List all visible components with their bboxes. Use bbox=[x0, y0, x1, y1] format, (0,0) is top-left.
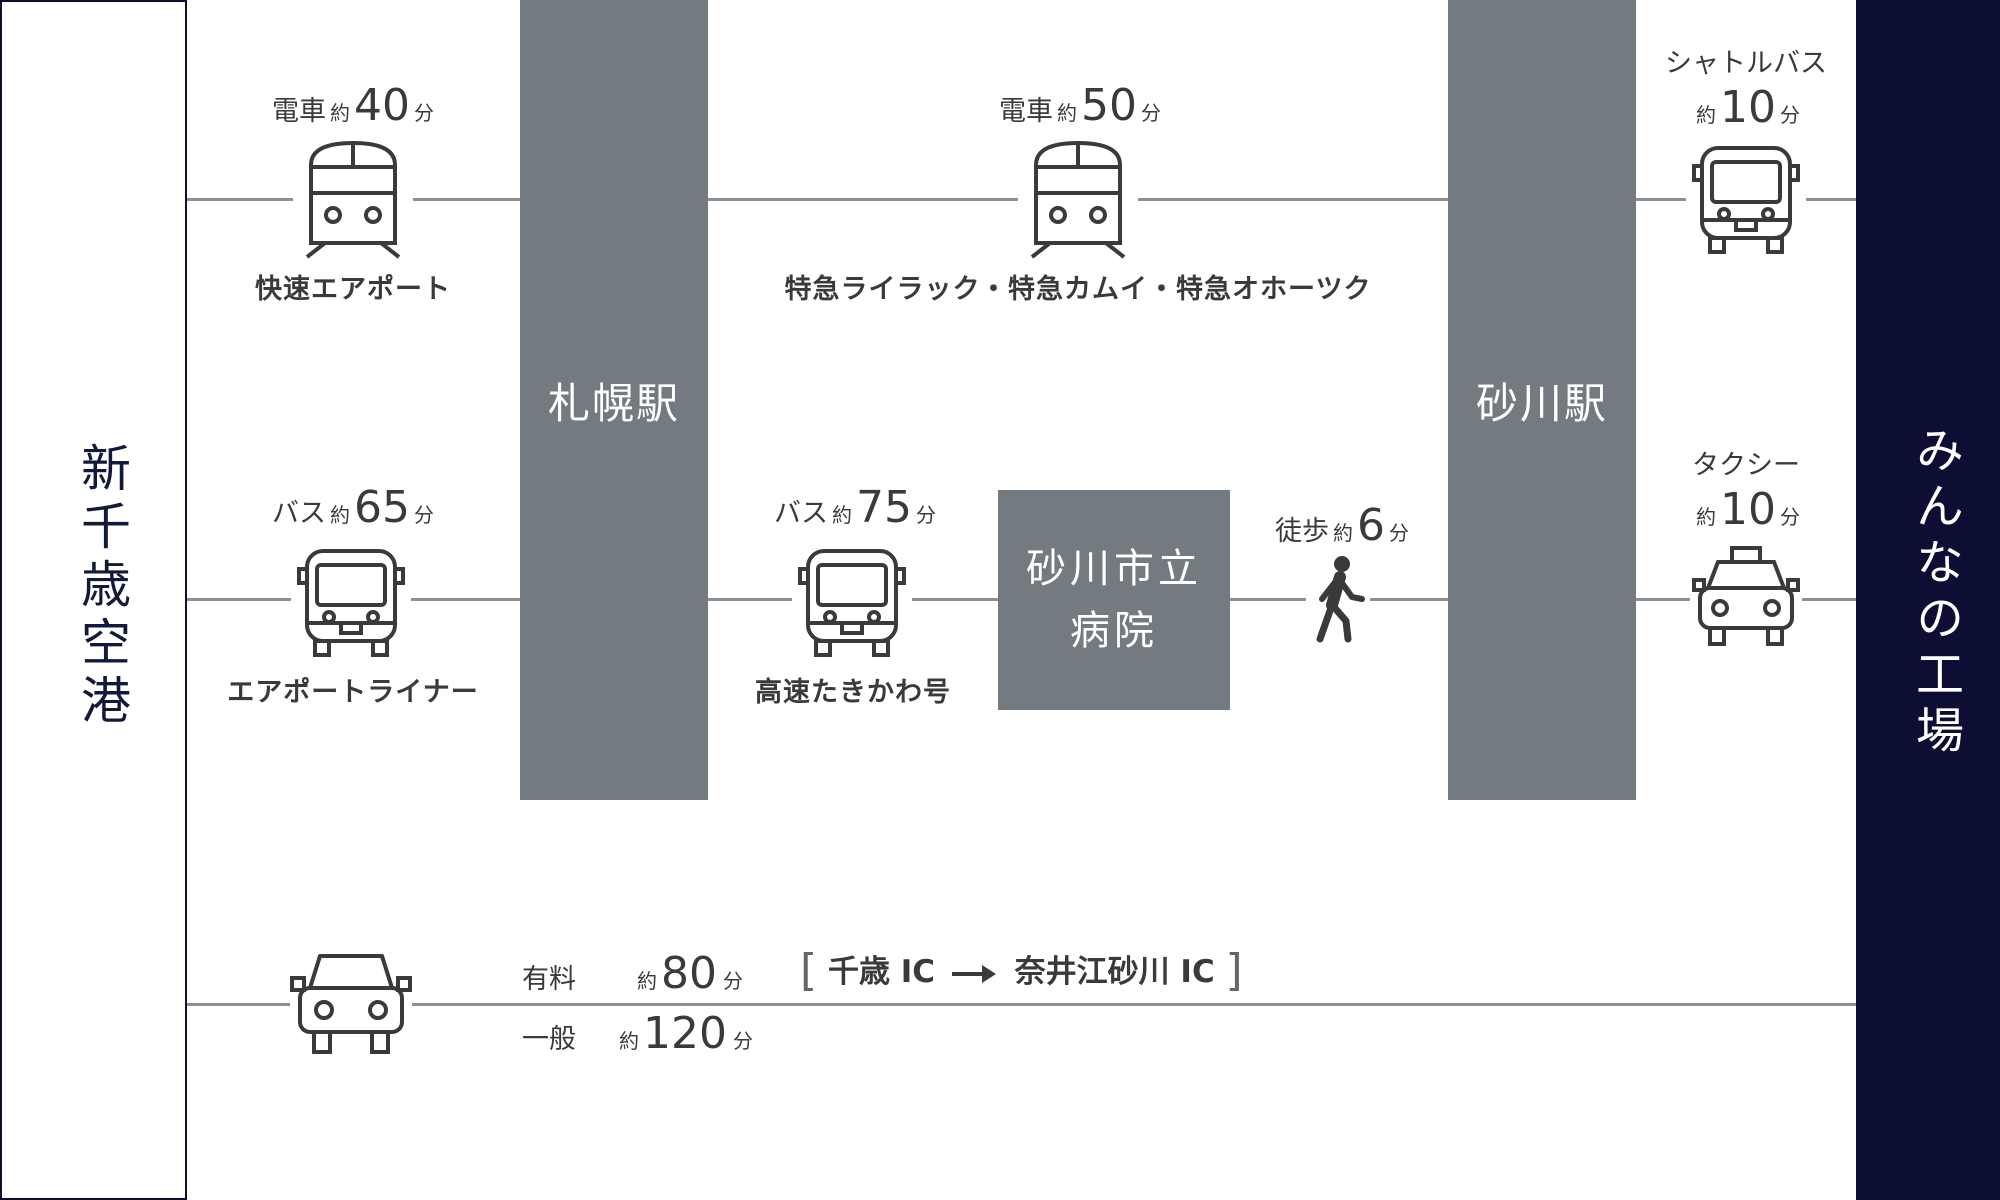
route-name-bus-airport: エアポートライナー bbox=[227, 677, 479, 708]
station-sapporo: 札幌駅 bbox=[520, 0, 708, 800]
expressway-route: [ 千歳 IC 奈井江砂川 IC ] bbox=[800, 945, 1243, 996]
interchange-from: 千歳 IC bbox=[827, 954, 936, 990]
bus-icon bbox=[1686, 142, 1806, 257]
station-sapporo-label: 札幌駅 bbox=[547, 378, 680, 428]
origin-airport-box: 新千歳空港 bbox=[0, 0, 187, 1200]
taxi-icon bbox=[1690, 544, 1802, 654]
interchange-to: 奈井江砂川 IC bbox=[1014, 954, 1215, 990]
route-name-train-airport: 快速エアポート bbox=[255, 274, 451, 305]
hospital-label-line2: 病院 bbox=[1070, 608, 1158, 654]
train-icon bbox=[293, 135, 413, 260]
destination-label: みんなの工場 bbox=[1907, 425, 1963, 761]
origin-label: 新千歳空港 bbox=[73, 442, 131, 732]
route-name-train-express: 特急ライラック・特急カムイ・特急オホーツク bbox=[784, 274, 1372, 305]
destination-box: みんなの工場 bbox=[1856, 0, 2000, 1200]
station-sunagawa-label: 砂川駅 bbox=[1475, 378, 1608, 428]
car-icon bbox=[290, 948, 412, 1060]
station-sunagawa-hospital: 砂川市立 病院 bbox=[998, 490, 1230, 710]
route-line-car bbox=[187, 1003, 1856, 1006]
train-icon bbox=[1018, 135, 1138, 260]
bus-icon bbox=[792, 545, 912, 660]
walking-person-icon bbox=[1306, 555, 1370, 645]
route-name-bus-takikawa: 高速たきかわ号 bbox=[755, 677, 951, 708]
arrow-right-icon bbox=[951, 964, 996, 983]
hospital-label-line1: 砂川市立 bbox=[1026, 546, 1202, 592]
bus-icon bbox=[291, 545, 411, 660]
station-sunagawa: 砂川駅 bbox=[1448, 0, 1636, 800]
